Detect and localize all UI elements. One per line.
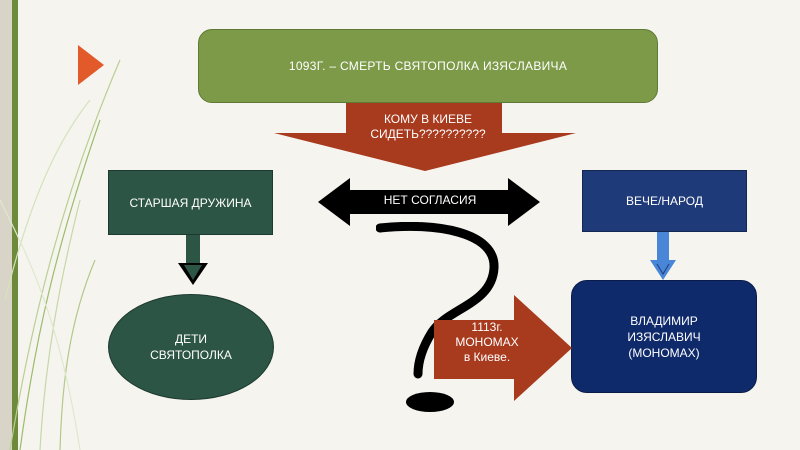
- title-text: 1093Г. – СМЕРТЬ СВЯТОПОЛКА ИЗЯСЛАВИЧА: [288, 59, 568, 73]
- question-arrow: [274, 103, 576, 171]
- veche-box: ВЕЧЕ/НАРОД: [582, 170, 747, 232]
- question-text: КОМУ В КИЕВЕ СИДЕТЬ??????????: [370, 112, 486, 141]
- question-mark-icon: [376, 222, 499, 412]
- druzhina-label: СТАРШАЯ ДРУЖИНА: [129, 195, 252, 210]
- outcome-label: 1113г. МОНОМАХ в Киеве.: [438, 320, 536, 365]
- vladimir-label: ВЛАДИМИР ИЗЯСЛАВИЧ (МОНОМАХ): [627, 313, 701, 360]
- veche-label: ВЕЧЕ/НАРОД: [626, 194, 703, 208]
- down-arrow-right: [650, 232, 676, 280]
- druzhina-box: СТАРШАЯ ДРУЖИНА: [108, 170, 273, 235]
- conflict-label: НЕТ СОГЛАСИЯ: [383, 193, 477, 207]
- outcome-year: 1113г.: [471, 320, 503, 334]
- vladimir-box: ВЛАДИМИР ИЗЯСЛАВИЧ (МОНОМАХ): [571, 280, 757, 393]
- title-box: 1093Г. – СМЕРТЬ СВЯТОПОЛКА ИЗЯСЛАВИЧА: [198, 29, 658, 103]
- outcome-arrow: [434, 295, 572, 401]
- decorative-curves: [0, 59, 121, 450]
- outcome-place: в Киеве.: [463, 350, 511, 364]
- outcome-name: МОНОМАХ: [455, 335, 519, 349]
- green-edge-strip: [12, 0, 18, 450]
- conflict-double-arrow: [318, 178, 540, 226]
- down-arrow-left: [178, 235, 208, 285]
- deti-ellipse: ДЕТИ СВЯТОПОЛКА: [108, 294, 274, 400]
- deti-label: ДЕТИ СВЯТОПОЛКА: [150, 332, 232, 362]
- corner-accent-triangle: [78, 45, 104, 85]
- left-edge-strip: [0, 0, 12, 450]
